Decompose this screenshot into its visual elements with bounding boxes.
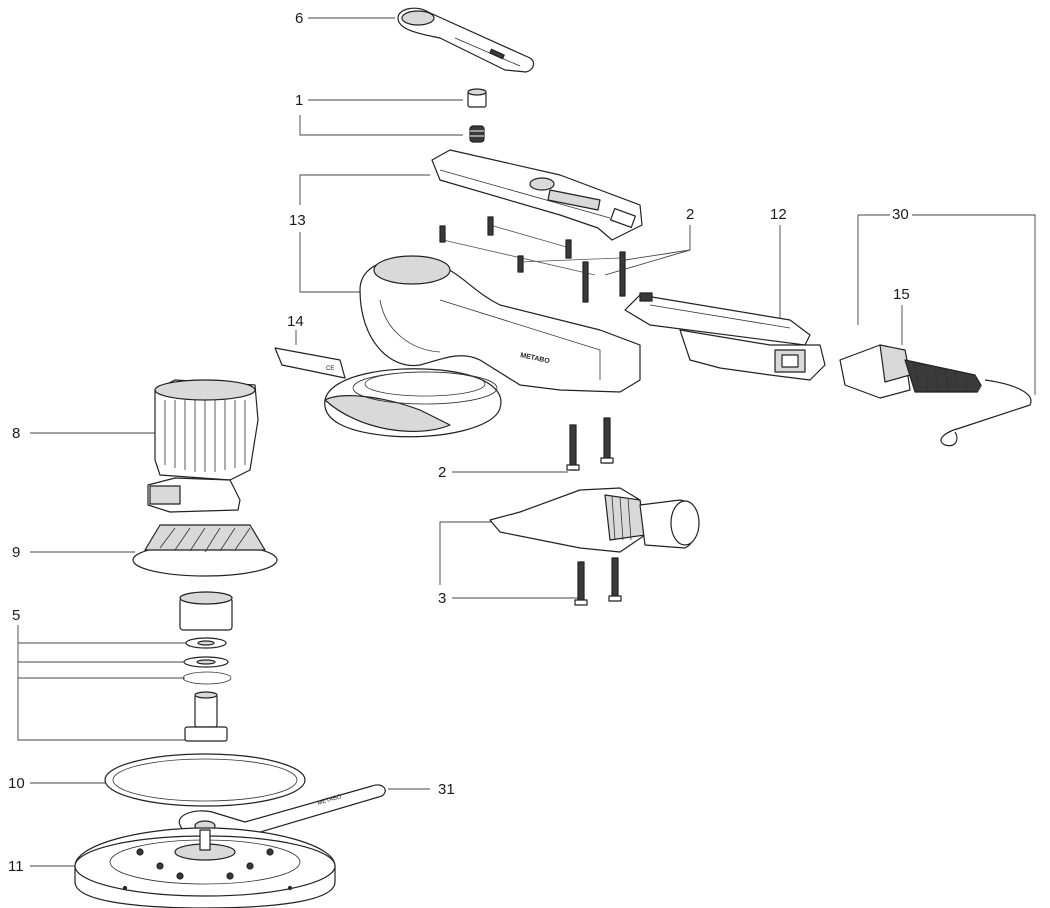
callout-30: 30 [892,206,909,223]
leader-lines [17,17,1036,867]
label-ce-mark: CE [326,366,334,372]
part-12-electronics [624,292,826,381]
part-6-cover-strip [397,7,535,73]
callout-2-top: 2 [686,206,694,223]
part-3-dust-port [489,487,700,553]
callout-31: 31 [438,781,455,798]
part-9-fan [132,524,278,577]
part-14-label: CE [274,347,346,379]
callout-9: 9 [12,544,20,561]
part-8-motor [147,379,259,513]
callout-labels: 6 1 13 2 12 30 15 14 8 2 9 3 5 10 31 11 [8,10,910,875]
part-5-bearing-set [179,591,233,742]
part-2-screws-lower [566,417,622,606]
part-2-screws-top [439,216,626,303]
part-13-handle-cover [431,149,643,241]
part-13-main-housing: METABO [324,255,641,438]
part-1-knob-spring [467,88,487,143]
callout-14: 14 [287,313,304,330]
callout-6: 6 [295,10,303,27]
callout-5: 5 [12,607,20,624]
callout-15: 15 [893,286,910,303]
callout-1: 1 [295,92,303,109]
callout-8: 8 [12,425,20,442]
part-10-ring [104,753,306,807]
callout-13: 13 [289,212,306,229]
callout-10: 10 [8,775,25,792]
callout-11: 11 [8,858,24,875]
part-11-sanding-pad [74,827,336,908]
callout-2-bottom: 2 [438,464,446,481]
part-30-cable-assembly [839,344,1032,447]
callout-12: 12 [770,206,787,223]
callout-3: 3 [438,590,446,607]
